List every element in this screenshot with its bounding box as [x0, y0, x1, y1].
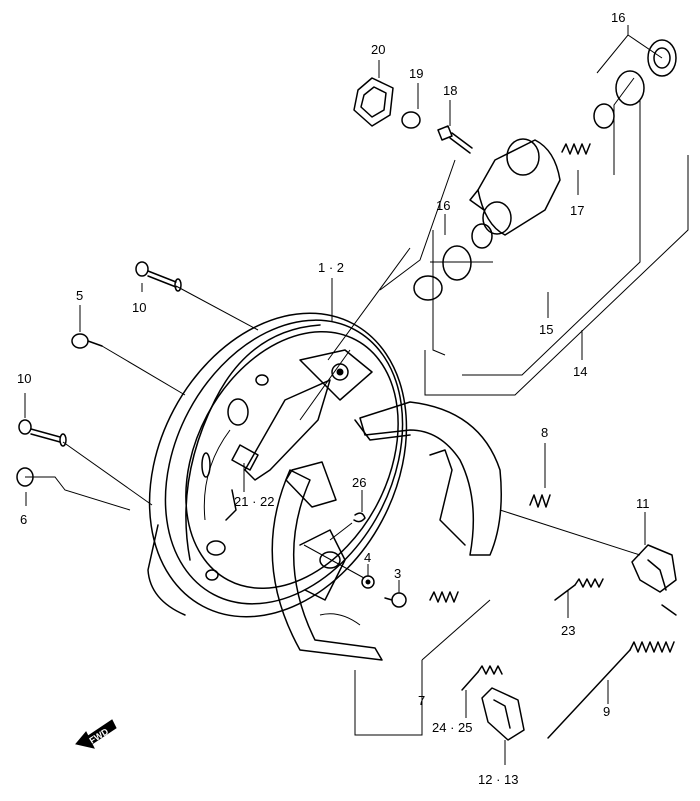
label-24-25: 24 · 25 — [432, 720, 472, 735]
bolt-10-upper — [135, 261, 182, 292]
leader-lines — [24, 25, 689, 765]
forward-direction-arrow: FWD — [75, 719, 117, 749]
label-26: 26 — [352, 475, 366, 490]
label-8: 8 — [541, 425, 548, 440]
bolt-5 — [71, 333, 103, 349]
spring-9 — [547, 604, 677, 739]
brake-shoe-left — [271, 461, 383, 661]
label-6: 6 — [20, 512, 27, 527]
label-23: 23 — [561, 623, 575, 638]
callout-labels: 1 · 2 3 4 5 6 7 8 9 10 10 11 12 · 13 14 … — [17, 10, 650, 787]
label-10-lower: 10 — [17, 371, 31, 386]
spring-8 — [529, 494, 551, 508]
dust-cover — [353, 77, 394, 127]
label-16-upper: 16 — [611, 10, 625, 25]
wheel-cylinder — [469, 138, 561, 236]
clip-12-13 — [481, 687, 525, 741]
clip-26 — [353, 512, 366, 523]
label-12-13: 12 · 13 — [478, 772, 518, 787]
label-19: 19 — [409, 66, 423, 81]
spring-24-25 — [461, 665, 503, 691]
label-18: 18 — [443, 83, 457, 98]
label-4: 4 — [364, 550, 371, 565]
brake-backing-plate — [147, 312, 408, 618]
cylinder-cup-lower — [413, 223, 493, 301]
label-10-upper: 10 — [132, 300, 146, 315]
label-21-22: 21 · 22 — [234, 494, 274, 509]
label-9: 9 — [603, 704, 610, 719]
label-20: 20 — [371, 42, 385, 57]
label-1-2: 1 · 2 — [318, 260, 344, 275]
label-3: 3 — [394, 566, 401, 581]
cylinder-spring-upper — [561, 143, 591, 155]
label-15: 15 — [539, 322, 553, 337]
bleeder-cap — [401, 111, 421, 129]
adjuster-11 — [631, 544, 677, 593]
bolt-10-lower — [18, 419, 67, 447]
bleeder-plug — [437, 125, 473, 154]
brake-shoe-right — [354, 401, 502, 556]
label-7: 7 — [418, 693, 425, 708]
spring-23 — [554, 578, 604, 601]
label-16-lower: 16 — [436, 198, 450, 213]
cylinder-cup-upper — [593, 39, 677, 129]
label-17: 17 — [570, 203, 584, 218]
spring-return-lower — [429, 591, 459, 603]
label-14: 14 — [573, 364, 587, 379]
label-5: 5 — [76, 288, 83, 303]
label-11: 11 — [636, 496, 650, 511]
pin-3 — [384, 592, 407, 608]
